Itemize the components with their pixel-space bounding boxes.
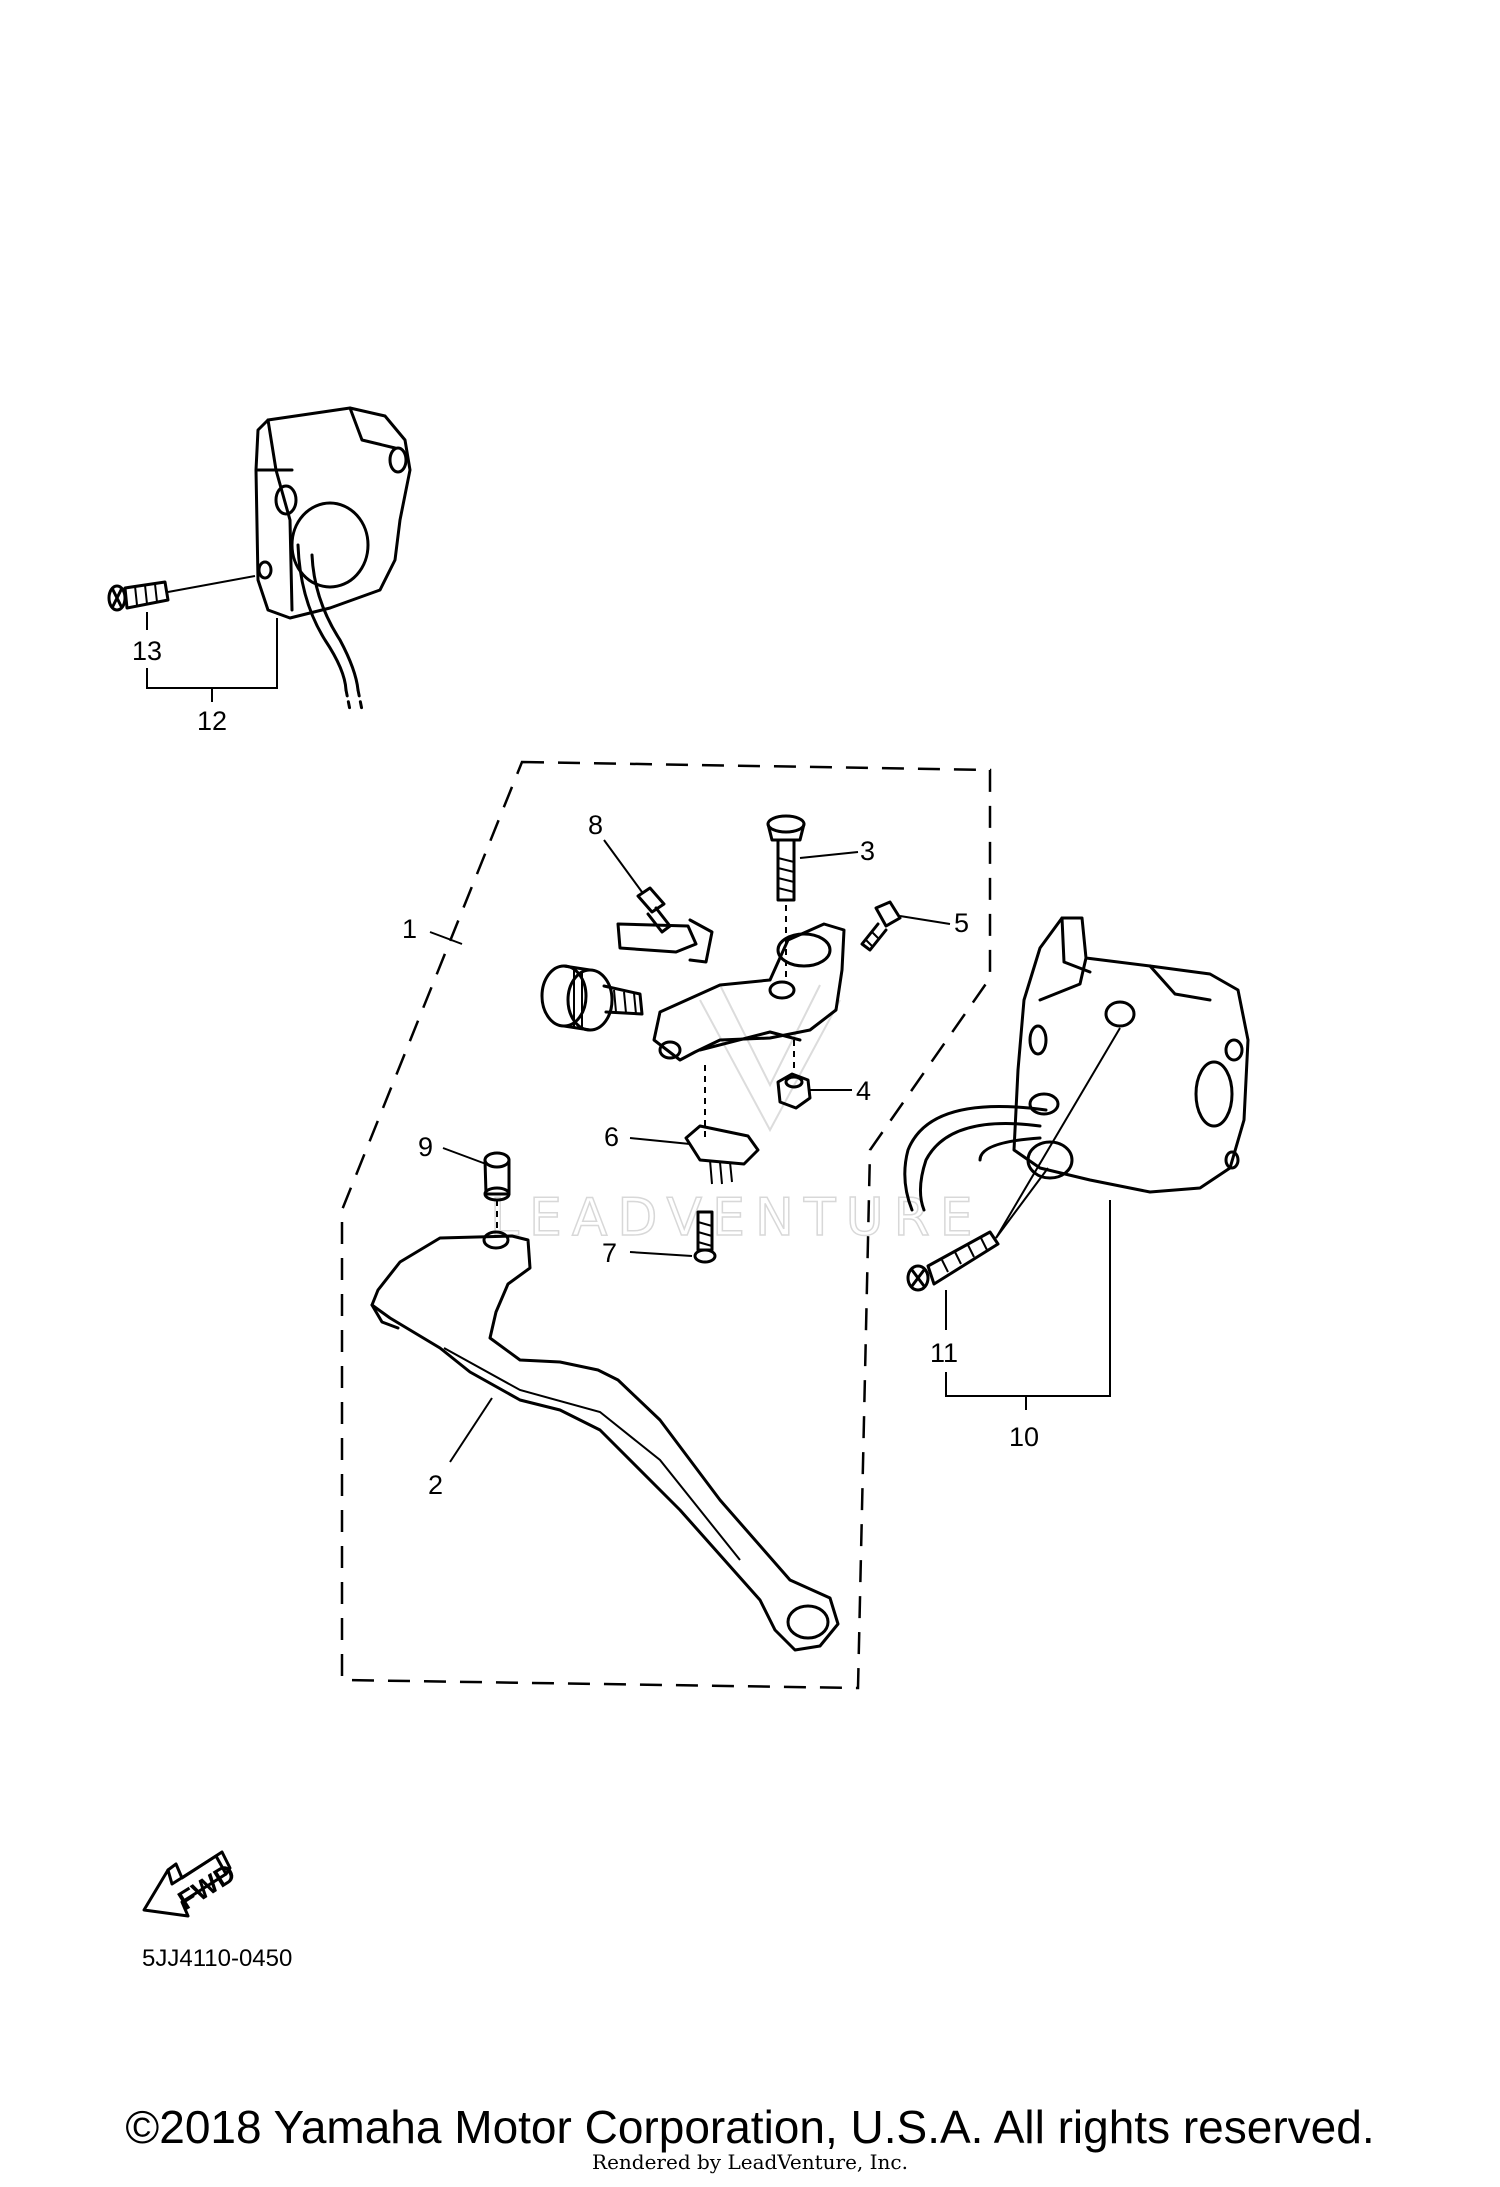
callout-4: 4 bbox=[856, 1076, 871, 1106]
screw-13-illustration bbox=[107, 580, 170, 612]
nut-4-illustration bbox=[776, 1072, 812, 1110]
leader-13 bbox=[167, 575, 256, 593]
adjuster-knob-illustration bbox=[540, 964, 644, 1032]
callout-9: 9 bbox=[418, 1132, 433, 1162]
callout-6: 6 bbox=[604, 1122, 619, 1152]
bracket-12 bbox=[146, 618, 278, 689]
copyright-notice: ©2018 Yamaha Motor Corporation, U.S.A. A… bbox=[125, 2101, 1375, 2153]
leader-5 bbox=[899, 915, 951, 925]
leader-1 bbox=[429, 931, 463, 945]
bolt-3-illustration bbox=[766, 814, 806, 902]
assembly-1-boundary bbox=[340, 760, 992, 1690]
leader-11-b bbox=[995, 1167, 1049, 1239]
bolt-8-illustration bbox=[636, 886, 672, 934]
callout-3: 3 bbox=[860, 836, 875, 866]
leader-8 bbox=[603, 839, 643, 893]
diagram-code: 5JJ4110-0450 bbox=[142, 1945, 292, 1972]
lever-holder-illustration bbox=[616, 918, 846, 1062]
leader-2 bbox=[449, 1397, 493, 1463]
handlebar-switch-10-illustration bbox=[903, 916, 1250, 1212]
callout-13: 13 bbox=[132, 636, 162, 666]
callout-11: 11 bbox=[930, 1338, 958, 1368]
clutch-lever-2-illustration bbox=[370, 1230, 840, 1652]
screw-11-illustration bbox=[906, 1230, 1000, 1292]
handlebar-switch-12-illustration bbox=[254, 406, 412, 712]
callout-10: 10 bbox=[1009, 1422, 1039, 1452]
leader-7 bbox=[629, 1251, 693, 1257]
fwd-arrow-icon: FWD bbox=[142, 1850, 241, 1918]
callout-1: 1 bbox=[402, 914, 417, 944]
leader-3 bbox=[799, 851, 859, 859]
pivot-collar-9-illustration bbox=[483, 1151, 511, 1202]
callout-5: 5 bbox=[954, 908, 969, 938]
watermark-text: LEADVENTURE bbox=[490, 1188, 983, 1248]
screw-7-illustration bbox=[693, 1210, 717, 1264]
watermark-logo bbox=[699, 984, 841, 1133]
callout-2: 2 bbox=[428, 1470, 443, 1500]
leader-11-a bbox=[995, 1027, 1121, 1239]
callout-8: 8 bbox=[588, 810, 603, 840]
callout-12: 12 bbox=[197, 706, 227, 736]
bracket-10 bbox=[945, 1200, 1111, 1397]
rendered-by-notice: Rendered by LeadVenture, Inc. bbox=[592, 2150, 908, 2174]
leader-6 bbox=[629, 1137, 691, 1145]
clutch-switch-6-illustration bbox=[684, 1124, 760, 1185]
leader-9 bbox=[442, 1147, 487, 1165]
bolt-5-illustration bbox=[860, 900, 902, 952]
callout-7: 7 bbox=[602, 1238, 617, 1268]
